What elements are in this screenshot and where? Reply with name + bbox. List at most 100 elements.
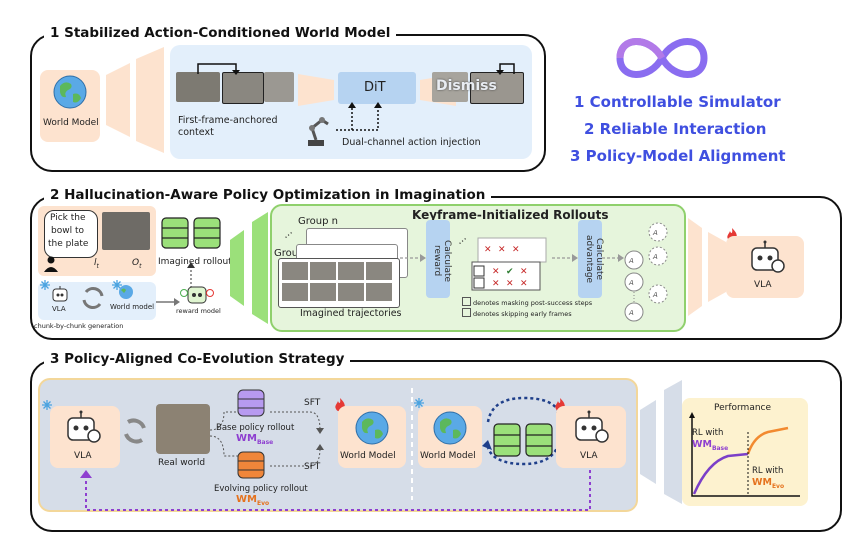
legend-mask: denotes masking post-success steps — [462, 297, 592, 307]
database-icon — [161, 217, 221, 249]
svg-text:✔: ✔ — [506, 267, 514, 277]
dismiss-label: Dismiss — [436, 78, 497, 94]
injection-arrows — [336, 102, 382, 131]
context-label-2: context — [178, 127, 214, 138]
observation-image — [102, 212, 150, 250]
svg-text:✕: ✕ — [492, 267, 500, 277]
svg-text:A: A — [652, 291, 658, 299]
snowflake-icon — [112, 280, 122, 290]
world-model-label: World Model — [43, 118, 99, 128]
context-frame-2 — [222, 72, 264, 104]
context-frame-3 — [264, 72, 294, 102]
rollouts-title: Keyframe-Initialized Rollouts — [412, 208, 609, 222]
vla-robot-small-icon — [52, 286, 68, 302]
dit-label: DiT — [364, 80, 386, 95]
real-world-label: Real world — [158, 458, 206, 468]
user-icon — [44, 256, 58, 272]
group-n-label: Group n — [298, 216, 338, 227]
grid-to-advantage-arrow — [552, 254, 578, 262]
advantage-values: AAA AAA — [624, 222, 668, 322]
sft-label-1: SFT — [304, 398, 321, 408]
legend-skip: denotes skipping early frames — [462, 308, 572, 318]
sft-arrows — [270, 411, 324, 467]
dismiss-frame-2 — [470, 72, 524, 104]
chunk-to-reward-arrow — [156, 298, 180, 306]
performance-label: Performance — [714, 403, 772, 413]
contribution-1: 1 Controllable Simulator — [574, 93, 781, 111]
rl-wm-evo-label: WMEvo — [752, 477, 785, 490]
imagined-trajectories-label: Imagined trajectories — [300, 308, 402, 319]
calc-reward-label: Calculate reward — [432, 239, 452, 283]
svg-text:A: A — [628, 279, 634, 287]
observation-symbol: Ot — [132, 258, 142, 270]
language-symbol: lt — [94, 258, 99, 270]
globe-icon — [433, 411, 467, 445]
cycle-arrows-icon — [124, 418, 146, 444]
svg-text:✕: ✕ — [484, 245, 492, 255]
rl-with-label-2: RL with — [752, 466, 784, 476]
context-label-1: First-frame-anchored — [178, 115, 278, 126]
rollout-branches — [209, 411, 238, 457]
advantage-to-values-arrow — [602, 254, 624, 262]
svg-text:✕: ✕ — [520, 267, 528, 277]
imagined-rollout-label: Imagined rollout — [158, 257, 232, 267]
world-model-label-2: World Model — [420, 451, 476, 461]
encoder-funnel — [106, 47, 164, 153]
performance-plot — [689, 412, 800, 497]
calc-reward-box — [426, 220, 450, 298]
sft-label-2: SFT — [304, 462, 321, 472]
instruction-line-2: bowl to — [51, 226, 84, 236]
context-bracket-arrow — [197, 63, 240, 75]
real-world-image — [156, 404, 210, 454]
globe-icon — [355, 411, 389, 445]
wm-base-label: WMBase — [236, 433, 274, 446]
vla-right-label-p3: VLA — [580, 451, 598, 461]
contribution-3: 3 Policy-Model Alignment — [570, 147, 786, 165]
svg-text:A: A — [628, 309, 634, 317]
reward-model-label: reward model — [176, 307, 221, 315]
calc-advantage-label: Calculate advantage — [584, 234, 604, 284]
svg-text:✕: ✕ — [492, 279, 500, 289]
vla-robot-icon — [67, 410, 101, 443]
infinity-logo — [616, 38, 708, 78]
panel-1-title: 1 Stabilized Action-Conditioned World Mo… — [44, 25, 397, 41]
database-icon — [493, 423, 553, 457]
reward-model-icon — [180, 286, 214, 304]
vla-robot-icon — [751, 240, 785, 273]
evo-database-icon — [237, 451, 265, 479]
instruction-line-1: Pick the — [50, 213, 86, 223]
panel-3-title: 3 Policy-Aligned Co-Evolution Strategy — [44, 351, 351, 367]
context-frame-1 — [176, 72, 220, 102]
svg-text:A: A — [652, 253, 658, 261]
svg-text:✕: ✕ — [520, 279, 528, 289]
vla-small-label: VLA — [52, 305, 66, 313]
dismiss-frame-1 — [432, 72, 468, 102]
world-model-label-1: World Model — [340, 451, 396, 461]
dit-block — [338, 72, 416, 104]
world-model-small-label: World model — [110, 303, 155, 311]
snowflake-icon — [42, 400, 52, 410]
vla-robot-icon — [575, 410, 609, 443]
dismiss-bracket-arrow — [496, 63, 515, 75]
evolving-rollout-label: Evolving policy rollout — [214, 484, 308, 494]
performance-box — [682, 398, 808, 506]
rollout-up-arrow — [187, 262, 195, 288]
vla-left-label: VLA — [74, 451, 92, 461]
panel-2-title: 2 Hallucination-Aware Policy Optimizatio… — [44, 187, 492, 203]
calc-advantage-box — [578, 220, 602, 298]
snowflake-icon — [40, 280, 50, 290]
robot-arm-icon — [308, 117, 329, 146]
section-divider — [411, 388, 413, 500]
globe-small-icon — [119, 285, 133, 299]
svg-text:✕: ✕ — [506, 279, 514, 289]
dit-input-trapezoid — [298, 74, 334, 106]
output-funnel — [688, 218, 726, 316]
injection-label: Dual-channel action injection — [342, 137, 481, 148]
vla-right-label-p2: VLA — [754, 280, 772, 290]
wm-evo-label: WMEvo — [236, 494, 270, 507]
contribution-2: 2 Reliable Interaction — [584, 120, 767, 138]
svg-text:✕: ✕ — [498, 245, 506, 255]
svg-text:A: A — [628, 257, 634, 265]
cycle-arrows-icon — [82, 287, 104, 309]
feedback-arrow — [80, 470, 591, 511]
